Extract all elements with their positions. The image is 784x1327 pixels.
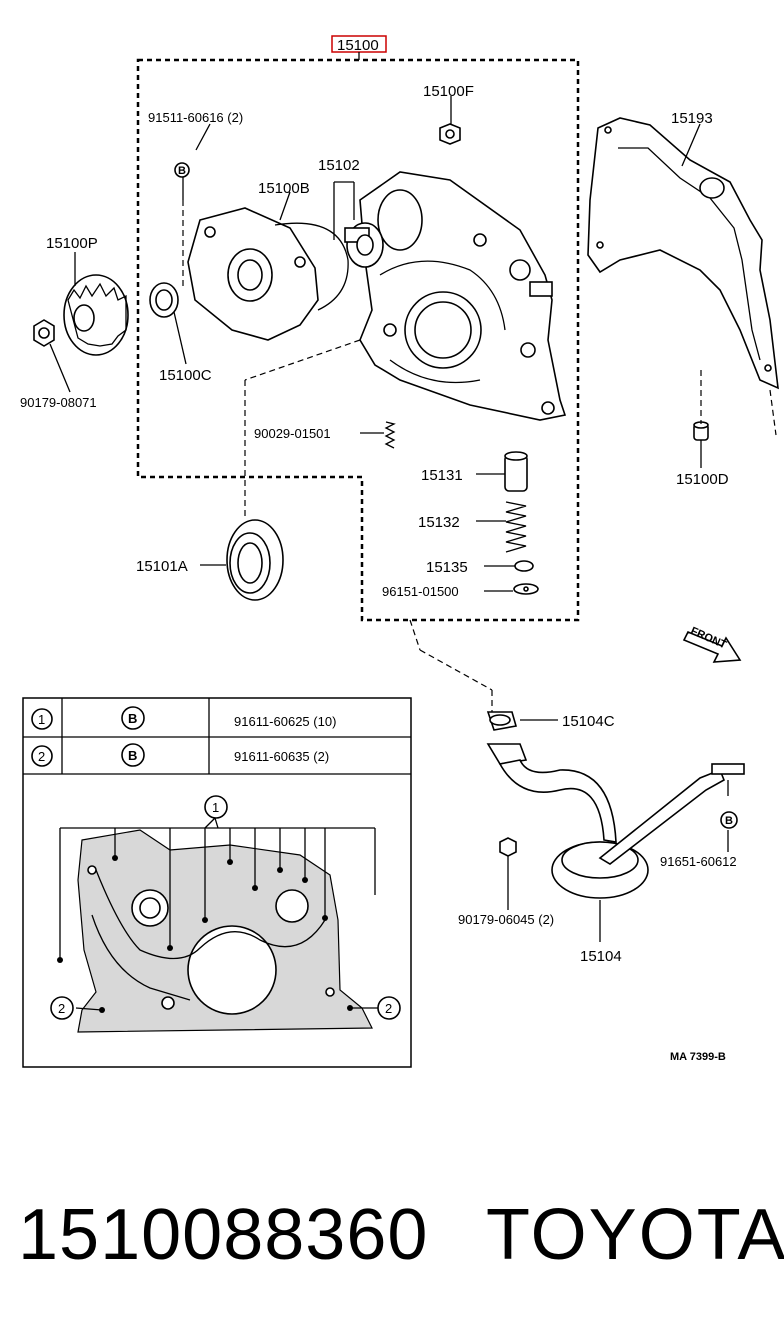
label-15100b: 15100B — [258, 180, 310, 197]
relief-valve-drawing — [504, 451, 539, 595]
reference-code: MA 7399-B — [670, 1051, 726, 1063]
bolt-table: 1 B 91611-60625 (10) 2 B 91611-60635 (2) — [22, 697, 412, 1068]
svg-text:B: B — [128, 748, 137, 763]
callout-b-strainer: B — [720, 811, 738, 829]
svg-text:2: 2 — [385, 1001, 392, 1016]
label-15100p: 15100P — [46, 235, 98, 252]
front-arrow: FRONT — [682, 625, 742, 663]
bolt-90179-06045-drawing — [499, 837, 517, 857]
callout-b-top: B — [174, 162, 190, 178]
label-15131: 15131 — [421, 467, 463, 484]
svg-text:B: B — [128, 711, 137, 726]
table-row: 1 B 91611-60625 (10) — [31, 706, 336, 730]
svg-text:2: 2 — [38, 749, 45, 764]
assembly-boundary — [136, 58, 580, 622]
svg-text:2: 2 — [58, 1001, 65, 1016]
inset-leaders — [57, 817, 380, 1013]
label-15101a: 15101A — [136, 558, 188, 575]
label-96151-01500: 96151-01500 — [382, 584, 459, 599]
pulley-15100p-drawing — [63, 274, 129, 356]
svg-text:91611-60625 (10): 91611-60625 (10) — [234, 714, 336, 729]
label-15100c: 15100C — [159, 367, 212, 384]
label-15100d: 15100D — [676, 471, 729, 488]
svg-text:1: 1 — [212, 800, 219, 815]
part-number: 1510088360 — [18, 1195, 429, 1275]
pin-15100d-drawing — [693, 421, 709, 441]
oil-seal-15101a-drawing — [226, 519, 284, 601]
label-90179-06045: 90179-06045 (2) — [458, 912, 554, 927]
svg-text:1: 1 — [38, 712, 45, 727]
inset-mark-2-left: 2 — [50, 996, 74, 1020]
label-15104: 15104 — [580, 948, 622, 965]
brand-name: TOYOTA — [486, 1195, 784, 1275]
svg-text:B: B — [178, 165, 186, 177]
label-15135: 15135 — [426, 559, 468, 576]
label-15100f: 15100F — [423, 83, 474, 100]
label-90029-01501: 90029-01501 — [254, 426, 331, 441]
svg-text:B: B — [725, 815, 733, 827]
label-15132: 15132 — [418, 514, 460, 531]
label-15102: 15102 — [318, 157, 360, 174]
assembly-label: 15100 — [337, 37, 379, 54]
plug-15100f-drawing — [439, 123, 461, 145]
oil-pump-rotor-drawing — [344, 222, 384, 268]
oil-strainer-drawing — [486, 711, 745, 899]
oil-pump-body-drawing — [187, 207, 349, 341]
timing-cover-drawing — [359, 171, 567, 421]
seal-15100c-drawing — [149, 282, 179, 318]
stud-90029-drawing — [384, 421, 396, 449]
inset-cover-drawing — [77, 829, 373, 1033]
inset-mark-2-right: 2 — [377, 996, 401, 1020]
gasket-15104c-drawing — [489, 714, 511, 726]
footer: 1510088360 TOYOTA — [0, 1180, 784, 1290]
label-91651-60612: 91651-60612 — [660, 854, 737, 869]
label-15104c: 15104C — [562, 713, 615, 730]
gasket-15193-drawing — [587, 117, 779, 390]
label-15193: 15193 — [671, 110, 713, 127]
label-91511-60616: 91511-60616 (2) — [148, 110, 243, 125]
table-row: 2 B 91611-60635 (2) — [31, 743, 329, 767]
svg-text:91611-60635 (2): 91611-60635 (2) — [234, 749, 329, 764]
nut-90179-08071-drawing — [33, 319, 55, 347]
inset-mark-1: 1 — [204, 795, 228, 819]
label-90179-08071: 90179-08071 — [20, 395, 97, 410]
leader-lines — [49, 96, 777, 942]
